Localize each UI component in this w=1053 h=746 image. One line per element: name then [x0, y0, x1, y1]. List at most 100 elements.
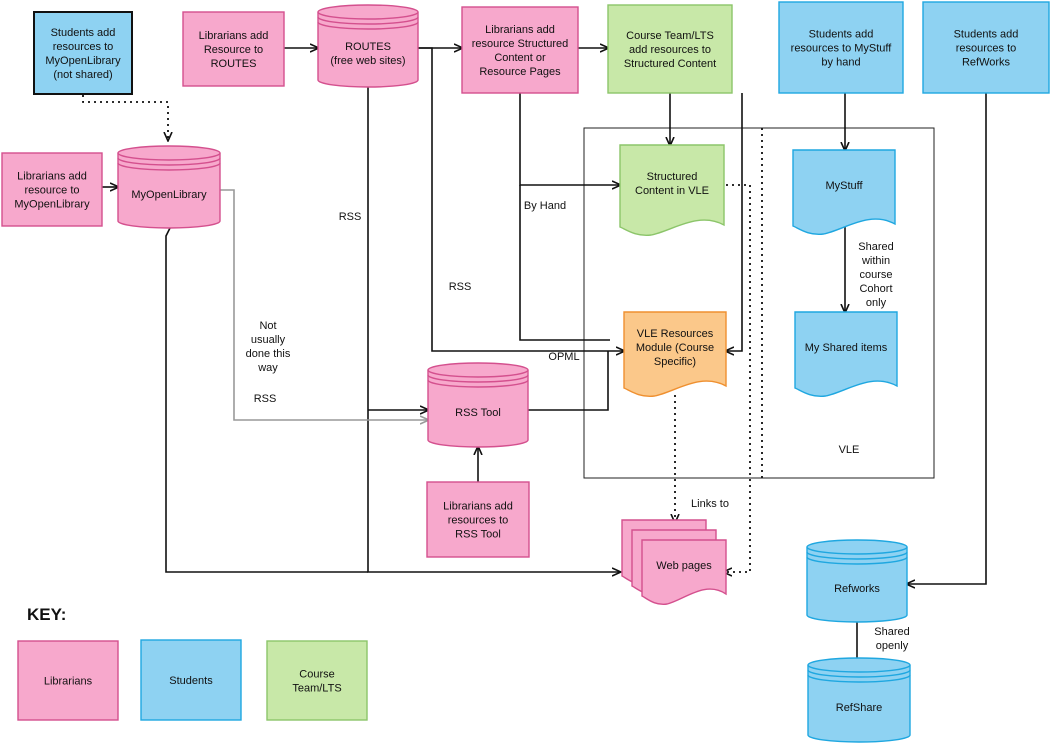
node-refshare: RefShare — [807, 657, 911, 743]
node-refworks-label: Refworks — [834, 583, 880, 595]
node-refworks-label-line: Refworks — [834, 583, 880, 595]
node-librarians-structured-label-line: resource Structured — [472, 38, 569, 50]
key-librarians: Librarians — [17, 640, 119, 721]
edge-label-shared-openly-line: Shared — [874, 626, 909, 638]
edge-label-links-to-line: Links to — [691, 498, 729, 510]
edge-label-shared-openly: Shared openly — [874, 626, 909, 652]
key-librarians-label: Librarians — [44, 676, 93, 688]
node-vle-resources-module-label-line: Module (Course — [636, 342, 714, 354]
node-routes-label-line: (free web sites) — [330, 55, 405, 67]
key-students-label-line: Students — [169, 675, 213, 687]
node-course-team-structured-label-line: add resources to — [629, 44, 711, 56]
node-librarians-add-rss-label-line: Librarians add — [443, 501, 513, 513]
node-students-mystuff-label-line: Students add — [809, 29, 874, 41]
node-students-myopenlibrary-label-line: MyOpenLibrary — [45, 55, 121, 67]
key-students: Students — [140, 639, 242, 721]
node-web-pages-label-line: Web pages — [656, 560, 712, 572]
node-mystuff-label: MyStuff — [825, 180, 863, 192]
node-my-shared-items-label-line: My Shared items — [805, 342, 888, 354]
node-librarians-add-myopenlibrary-label-line: Librarians add — [17, 171, 87, 183]
edge-label-rss-grey: RSS — [254, 393, 277, 405]
node-myopenlibrary-label: MyOpenLibrary — [131, 189, 207, 201]
node-librarians-add-routes-label-line: Librarians add — [199, 30, 269, 42]
edge-students-to-myopenlibrary-dotted — [82, 95, 168, 140]
edge-label-shared-cohort-line: within — [861, 255, 890, 267]
node-librarians-add-myopenlibrary-label: Librarians add resource to MyOpenLibrary — [14, 171, 90, 211]
node-librarians-add-routes-label-line: Resource to — [204, 44, 263, 56]
node-students-mystuff-label-line: resources to MyStuff — [791, 43, 893, 55]
node-my-shared-items-label: My Shared items — [805, 342, 888, 354]
node-librarians-add-routes-label-line: ROUTES — [211, 58, 257, 70]
edge-label-shared-openly-line: openly — [876, 640, 909, 652]
node-routes-label-line: ROUTES — [345, 41, 391, 53]
node-course-team-structured-label-line: Structured Content — [624, 58, 716, 70]
node-librarians-add-myopenlibrary-label-line: resource to — [24, 185, 79, 197]
node-students-myopenlibrary-label-line: resources to — [53, 41, 114, 53]
node-refshare-label: RefShare — [836, 702, 882, 714]
node-refworks: Refworks — [806, 539, 908, 623]
edge-myopenlibrary-to-webpages — [165, 227, 368, 573]
node-librarians-add-rss-label-line: RSS Tool — [455, 529, 501, 541]
edge-structured-to-webpages-dotted — [724, 184, 751, 572]
node-refshare-label-line: RefShare — [836, 702, 882, 714]
edge-librarians-structured-to-module — [519, 185, 610, 341]
node-students-myopenlibrary-label-line: (not shared) — [53, 69, 112, 81]
node-students-refworks-label-line: Students add — [954, 29, 1019, 41]
node-students-mystuff-label: Students add resources to MyStuff by hand — [791, 29, 893, 69]
node-librarians-structured-label-line: Content or — [494, 52, 546, 64]
edge-label-opml-line: OPML — [548, 351, 579, 363]
edge-label-opml: OPML — [548, 351, 579, 363]
node-structured-content-vle-label-line: Content in VLE — [635, 185, 709, 197]
key-students-label: Students — [169, 675, 213, 687]
node-librarians-add-myopenlibrary-label-line: MyOpenLibrary — [14, 199, 90, 211]
edge-label-not-usually-line: Not — [259, 320, 276, 332]
node-routes-label: ROUTES (free web sites) — [330, 41, 405, 67]
node-rss-tool-label-line: RSS Tool — [455, 407, 501, 419]
edge-rsstool-to-module — [528, 351, 609, 411]
edge-label-shared-cohort-line: only — [866, 297, 887, 309]
edge-label-by-hand-line: By Hand — [524, 200, 566, 212]
node-myopenlibrary: MyOpenLibrary — [117, 145, 221, 229]
vle-container — [583, 127, 935, 479]
node-students-mystuff-label-line: by hand — [821, 57, 860, 69]
node-students-mystuff: Students add resources to MyStuff by hand — [778, 1, 904, 94]
edge-students-to-refworks — [907, 93, 987, 584]
edge-label-not-usually-line: done this — [246, 348, 291, 360]
edge-label-shared-cohort-line: Shared — [858, 241, 893, 253]
edge-label-vle-label: VLE — [839, 444, 860, 456]
edge-label-by-hand: By Hand — [524, 200, 566, 212]
node-rss-tool-label: RSS Tool — [455, 407, 501, 419]
edge-course-team-to-module — [726, 93, 743, 351]
node-myopenlibrary-label-line: MyOpenLibrary — [131, 189, 207, 201]
edge-label-rss-2-line: RSS — [449, 281, 472, 293]
edge-myopenlibrary-to-rsstool-grey — [220, 189, 428, 420]
node-librarians-add-myopenlibrary: Librarians add resource to MyOpenLibrary — [1, 152, 103, 227]
node-students-refworks-label-line: RefWorks — [962, 57, 1011, 69]
edge-label-links-to: Links to — [691, 498, 729, 510]
node-rss-tool: RSS Tool — [427, 362, 529, 448]
edge-label-rss-grey-line: RSS — [254, 393, 277, 405]
node-vle-resources-module-label-line: VLE Resources — [637, 328, 714, 340]
edge-label-vle-label-line: VLE — [839, 444, 860, 456]
node-librarians-structured-label-line: Librarians add — [485, 24, 555, 36]
edge-label-shared-cohort-line: course — [859, 269, 892, 281]
edge-label-rss-2: RSS — [449, 281, 472, 293]
